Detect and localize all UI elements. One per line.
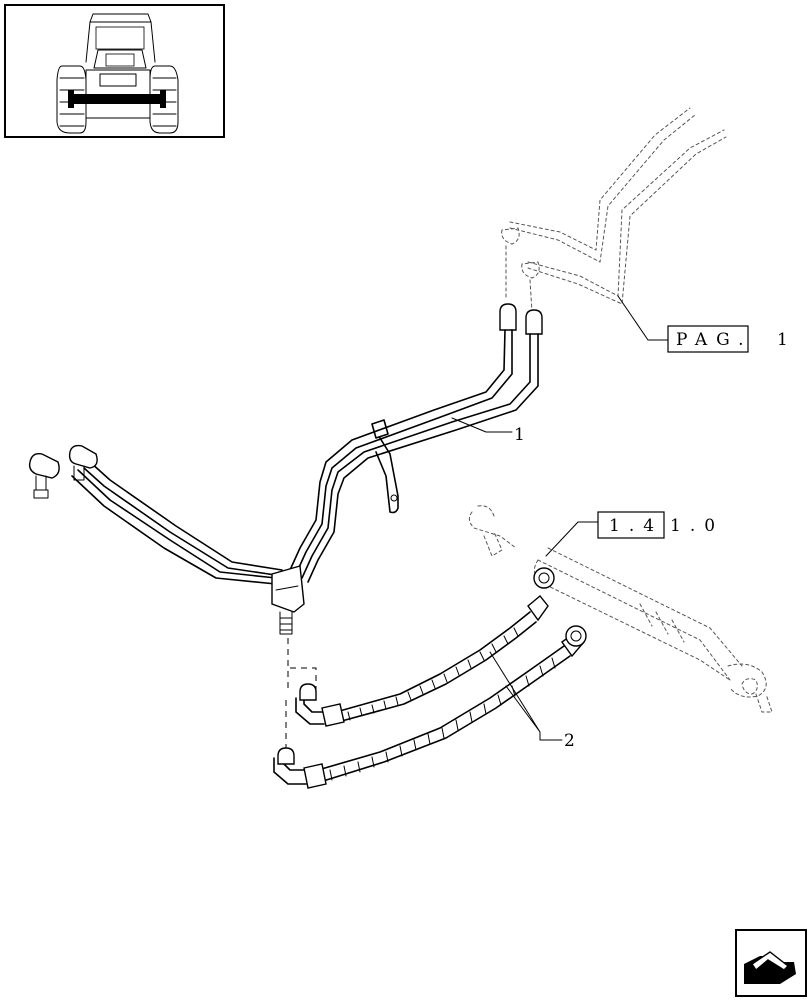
rigid-pipe-assembly (28, 303, 543, 635)
callout-2-label: 2 (564, 731, 575, 751)
callout-1: 1 (451, 417, 525, 445)
reference-pag: PAG. 1 (617, 295, 788, 353)
flexible-hoses (273, 567, 587, 789)
ghost-pipes (501, 107, 727, 313)
tractor-thumbnail (4, 4, 225, 138)
ref-group-boxed: 1.4 (609, 516, 663, 536)
alignment-lines (285, 638, 317, 752)
callout-2: 2 (489, 651, 575, 751)
reference-group: 1.4 1.0 (545, 511, 724, 557)
ref-group-tail: 1.0 (670, 516, 724, 536)
ref-pag-label: PAG. (676, 330, 753, 350)
callout-1-label: 1 (514, 425, 525, 445)
next-page-arrow-icon[interactable] (735, 929, 807, 997)
ref-pag-page: 1 (777, 330, 788, 350)
